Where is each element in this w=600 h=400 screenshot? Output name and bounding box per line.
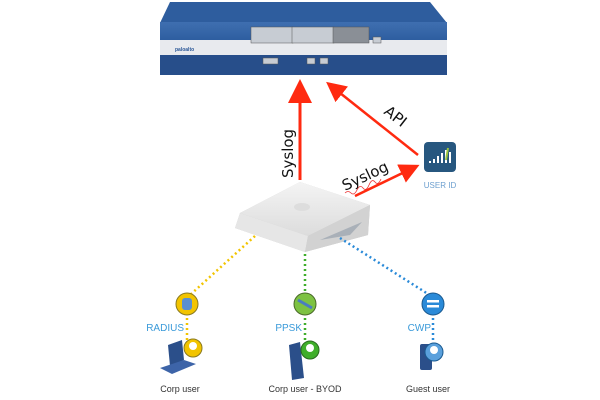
access-point [235, 182, 370, 252]
corp-user-avatar [183, 338, 203, 358]
ppsk-key-icon [293, 292, 317, 316]
corp-user-caption: Corp user [160, 384, 200, 394]
ppsk-label: PPSK [275, 323, 302, 334]
firewall-brand-logo: paloalto [175, 47, 194, 53]
api-arrow [326, 81, 419, 156]
radius-database-icon [175, 292, 199, 316]
byod-user-caption: Corp user - BYOD [268, 384, 342, 394]
radius-link [189, 235, 256, 296]
syslog-label-vertical: Syslog [279, 129, 297, 178]
user-id-icon [424, 142, 456, 172]
cwp-link [339, 236, 429, 296]
firewall-device: paloalto [160, 2, 447, 75]
spellcheck-underline [344, 178, 382, 195]
byod-user-avatar [300, 340, 320, 360]
guest-user-avatar [424, 342, 444, 362]
user-id-label: USER ID [424, 181, 457, 190]
cwp-portal-icon [421, 292, 445, 316]
api-label: API [381, 102, 411, 131]
cwp-label: CWP [408, 323, 432, 334]
syslog-arrow-to-userid [354, 164, 420, 198]
guest-user-caption: Guest user [406, 384, 450, 394]
radius-label: RADIUS [146, 323, 184, 334]
laptop-icon [160, 340, 196, 374]
tablet-icon [289, 342, 304, 380]
